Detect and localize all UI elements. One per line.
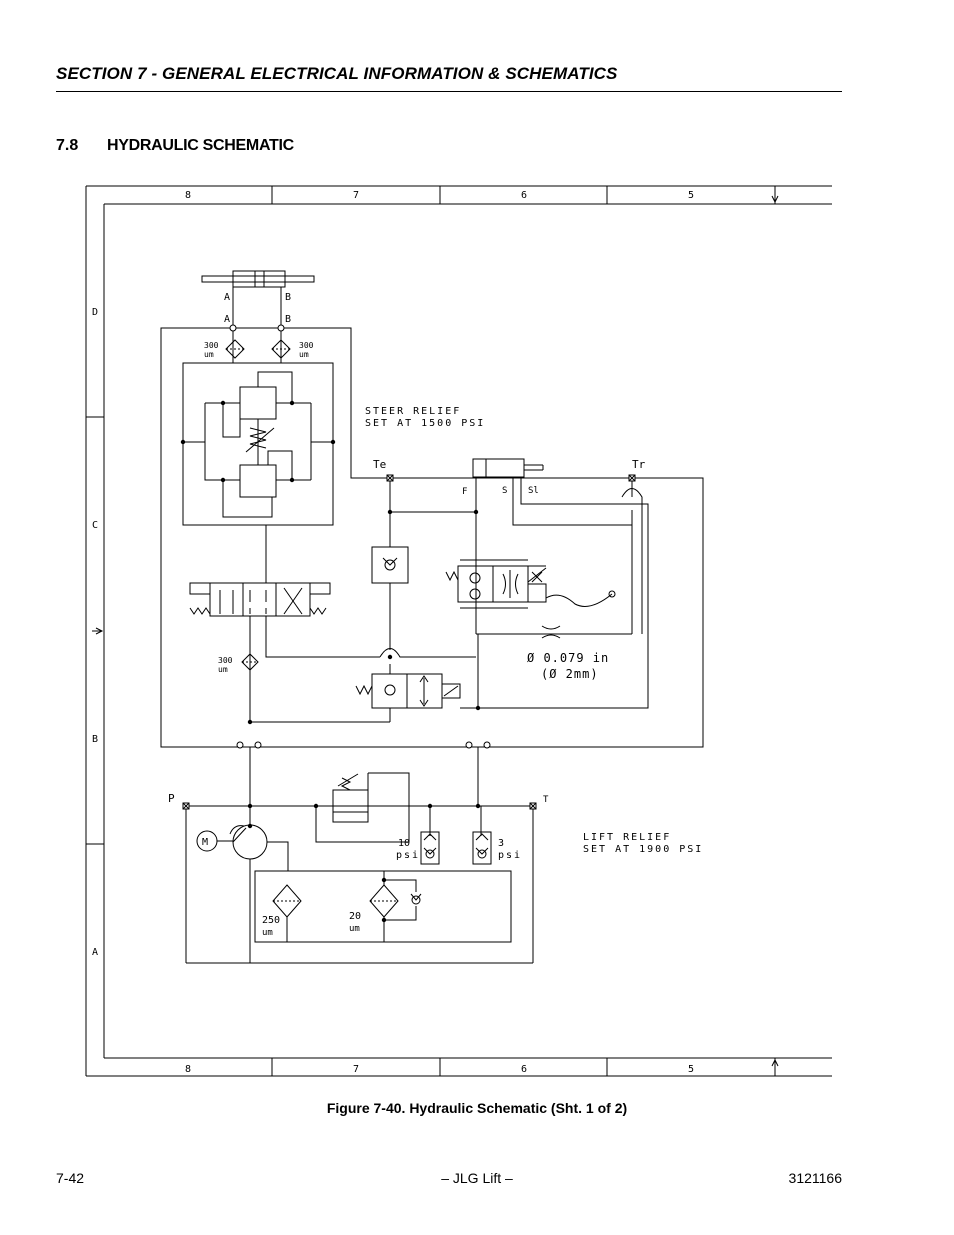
port-p: P bbox=[168, 792, 175, 805]
orifice-size-mm: (Ø 2mm) bbox=[541, 667, 599, 681]
col-label-8: 8 bbox=[185, 190, 191, 201]
check-10psi-value: 10 bbox=[398, 838, 410, 849]
check-3psi-unit: psi bbox=[498, 850, 522, 861]
lift-section bbox=[185, 747, 534, 964]
filter-b-icon bbox=[271, 339, 291, 359]
filter-b-unit: um bbox=[299, 350, 309, 359]
cyl-port-a: A bbox=[224, 292, 230, 303]
col-label-7: 7 bbox=[353, 190, 359, 201]
filter-a-unit: um bbox=[204, 350, 214, 359]
col-label-6: 6 bbox=[521, 190, 527, 201]
col-label-7-bottom: 7 bbox=[353, 1064, 359, 1075]
col-label-8-bottom: 8 bbox=[185, 1064, 191, 1075]
check-valve-block bbox=[371, 546, 409, 584]
footer-doc-number: 3121166 bbox=[788, 1170, 842, 1186]
port-crosses bbox=[182, 474, 636, 810]
lift-relief-line2: SET AT 1900 PSI bbox=[583, 844, 703, 855]
junction-dots bbox=[180, 400, 481, 923]
row-label-c: C bbox=[92, 520, 98, 531]
return-filter-value: 20 bbox=[349, 911, 361, 922]
solenoid-valve bbox=[355, 673, 461, 709]
cyl-port-b: B bbox=[285, 292, 291, 303]
return-filter-unit: um bbox=[349, 924, 360, 934]
section-header: SECTION 7 - GENERAL ELECTRICAL INFORMATI… bbox=[56, 64, 618, 83]
check-10psi-unit: psi bbox=[396, 850, 420, 861]
steer-cylinder bbox=[201, 270, 315, 328]
orifice-icon bbox=[541, 625, 561, 639]
directional-valve bbox=[189, 525, 380, 722]
steer-relief-valve bbox=[183, 371, 333, 518]
steer-relief-line1: STEER RELIEF bbox=[365, 406, 461, 417]
port-f: F bbox=[462, 487, 467, 497]
filter-a-value: 300 bbox=[204, 341, 219, 350]
filter-a-icon bbox=[225, 339, 245, 359]
tr-cylinder bbox=[472, 458, 544, 478]
port-tr: Tr bbox=[632, 458, 646, 471]
check-3psi-icon bbox=[472, 831, 492, 865]
row-label-d: D bbox=[92, 307, 98, 318]
section-title: HYDRAULIC SCHEMATIC bbox=[107, 137, 294, 154]
lift-relief-line1: LIFT RELIEF bbox=[583, 832, 671, 843]
header-rule bbox=[56, 91, 842, 92]
col-label-5-bottom: 5 bbox=[688, 1064, 694, 1075]
row-label-b: B bbox=[92, 734, 98, 745]
port-t: T bbox=[543, 795, 549, 805]
check-10psi-icon bbox=[420, 831, 440, 865]
steer-relief-line2: SET AT 1500 PSI bbox=[365, 418, 485, 429]
manifold-port-b: B bbox=[285, 314, 291, 325]
filter-c-icon bbox=[241, 653, 259, 671]
proportional-valve bbox=[445, 559, 616, 609]
motor-label: M bbox=[202, 837, 208, 848]
suction-filter-unit: um bbox=[262, 928, 273, 938]
port-te: Te bbox=[373, 458, 386, 471]
steer-flow-lines bbox=[250, 478, 649, 723]
filter-b-value: 300 bbox=[299, 341, 314, 350]
filter-c-unit: um bbox=[218, 665, 228, 674]
orifice-size-in: Ø 0.079 in bbox=[527, 651, 609, 665]
figure-caption: Figure 7-40. Hydraulic Schematic (Sht. 1… bbox=[326, 1100, 628, 1116]
footer-page-number: 7-42 bbox=[56, 1170, 85, 1186]
col-label-6-bottom: 6 bbox=[521, 1064, 527, 1075]
col-label-5: 5 bbox=[688, 190, 694, 201]
footer-center: – JLG Lift – bbox=[441, 1170, 513, 1186]
check-3psi-value: 3 bbox=[498, 838, 504, 849]
manifold-port-a: A bbox=[224, 314, 230, 325]
filter-c-value: 300 bbox=[218, 656, 233, 665]
port-s: S bbox=[502, 486, 507, 496]
steer-manifold bbox=[160, 327, 704, 748]
port-sl: Sl bbox=[528, 486, 539, 496]
suction-filter-value: 250 bbox=[262, 915, 280, 926]
port-circles bbox=[229, 324, 491, 749]
drawing-frame bbox=[85, 185, 832, 1077]
section-number: 7.8 bbox=[56, 137, 79, 154]
row-label-a: A bbox=[92, 947, 98, 958]
